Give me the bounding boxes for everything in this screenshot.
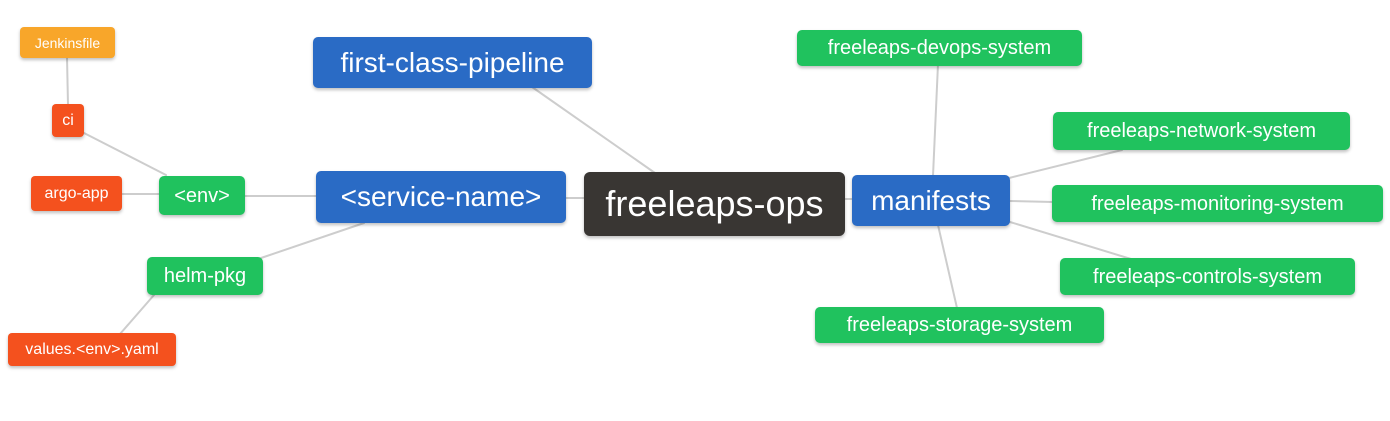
edge-manifests-controls: [1009, 221, 1132, 260]
edge-pipeline-root: [531, 86, 656, 174]
node-freeleaps-monitoring-system[interactable]: freeleaps-monitoring-system: [1052, 185, 1383, 222]
node-service-name[interactable]: <service-name>: [316, 171, 566, 223]
edge-helm-pkg-service-name: [260, 222, 365, 259]
node-values-env-yaml[interactable]: values.<env>.yaml: [8, 333, 176, 366]
node-ci[interactable]: ci: [52, 104, 84, 137]
node-freeleaps-storage-system[interactable]: freeleaps-storage-system: [815, 307, 1104, 343]
node-freeleaps-ops[interactable]: freeleaps-ops: [584, 172, 845, 236]
node-freeleaps-devops-system[interactable]: freeleaps-devops-system: [797, 30, 1082, 66]
node-argo-app[interactable]: argo-app: [31, 176, 122, 211]
node-helm-pkg[interactable]: helm-pkg: [147, 257, 263, 295]
node-freeleaps-controls-system[interactable]: freeleaps-controls-system: [1060, 258, 1355, 295]
node-first-class-pipeline[interactable]: first-class-pipeline: [313, 37, 592, 88]
node-jenkinsfile[interactable]: Jenkinsfile: [20, 27, 115, 58]
node-env[interactable]: <env>: [159, 176, 245, 215]
edge-ci-env: [83, 132, 167, 176]
edge-manifests-monitoring: [1008, 200, 1054, 203]
edge-manifests-storage: [937, 224, 958, 309]
edge-values-helm-pkg: [119, 294, 155, 335]
node-freeleaps-network-system[interactable]: freeleaps-network-system: [1053, 112, 1350, 150]
node-manifests[interactable]: manifests: [852, 175, 1010, 226]
edge-jenkinsfile-ci: [66, 56, 69, 106]
edge-manifests-network: [1008, 149, 1123, 179]
edge-manifests-devops: [932, 63, 939, 177]
